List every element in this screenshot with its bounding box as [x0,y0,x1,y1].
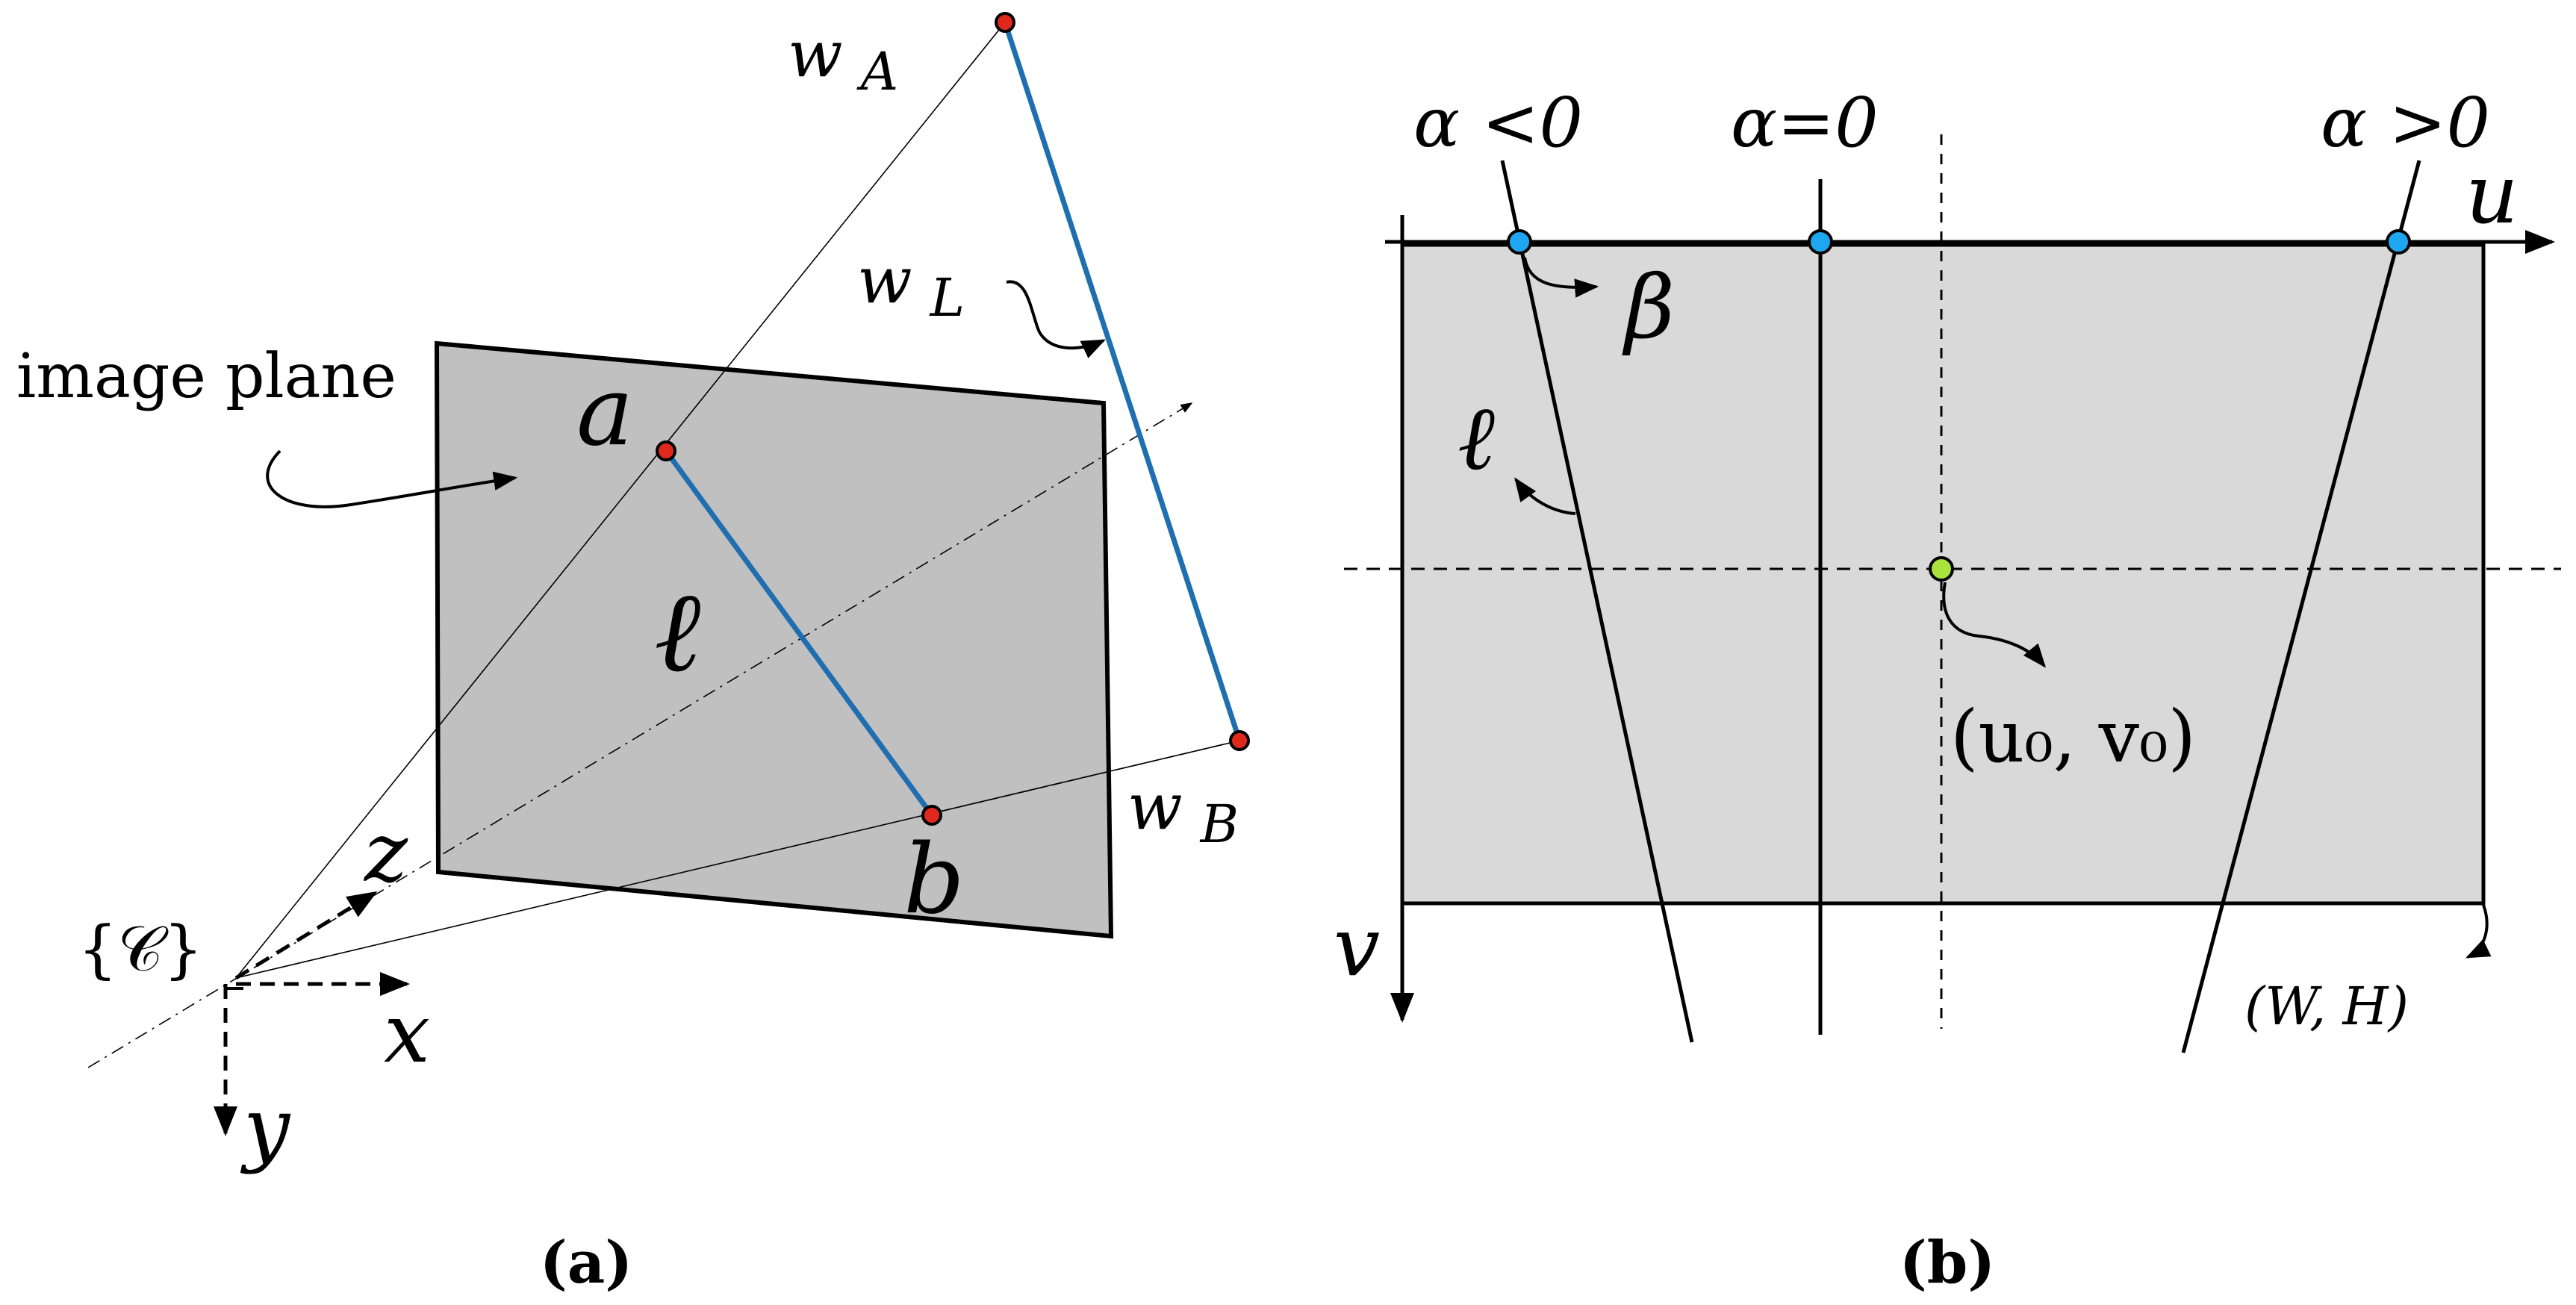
label-b: b [903,824,965,935]
segment-l [664,449,934,817]
wL-arrow [1006,280,1106,358]
label-ell-b: ℓ [1457,387,1495,490]
point-wB [1229,730,1250,751]
line-alpha-pos [2181,160,2421,1053]
segment-wL [1002,21,1242,742]
ell-arrow [1514,477,1576,515]
label-principal-point: (u₀, v₀) [1950,695,2196,779]
label-u: u [2465,146,2519,242]
label-alpha-zero: α=0 [1731,83,1879,163]
line-alpha-neg [1500,160,1694,1043]
point-beta [1507,229,1532,255]
label-ell-a: ℓ [654,567,700,697]
point-b [921,805,942,826]
point-alpha-zero [1808,229,1833,255]
label-v: v [1334,899,1380,994]
label-a: a [576,356,633,467]
image-plane [434,340,1114,939]
label-image-plane: image plane [16,341,396,412]
principal-arrow [1942,582,2047,668]
caption-b: (b) [1900,1229,1995,1297]
point-alpha-pos [2386,229,2411,255]
corner-arrow [2465,904,2492,959]
beta-arrow [1523,257,1599,298]
camera-origin-corner [224,987,243,997]
dashdot-line-2 [924,740,1240,816]
label-camera: {𝒞} [78,912,203,985]
label-beta: β [1622,258,1675,358]
label-corner: (W, H) [2244,976,2409,1037]
ray-to-wA [235,22,1006,979]
image-plane-arrow [266,449,518,508]
point-a [656,440,676,461]
label-x: x [384,985,430,1081]
panel-b: α <0 α=0 α >0 u v β ℓ (u₀, v₀) (W, H) (b… [1334,83,2561,1297]
dashdot-line-1 [87,402,1193,1068]
axis-z [234,891,378,980]
label-z: z [363,805,408,900]
label-y: y [240,1080,291,1175]
caption-a: (a) [540,1229,632,1297]
label-alpha-neg: α <0 [1413,83,1583,163]
point-principal [1929,556,1954,582]
label-alpha-pos: α >0 [2321,83,2490,163]
point-wA [995,12,1015,33]
